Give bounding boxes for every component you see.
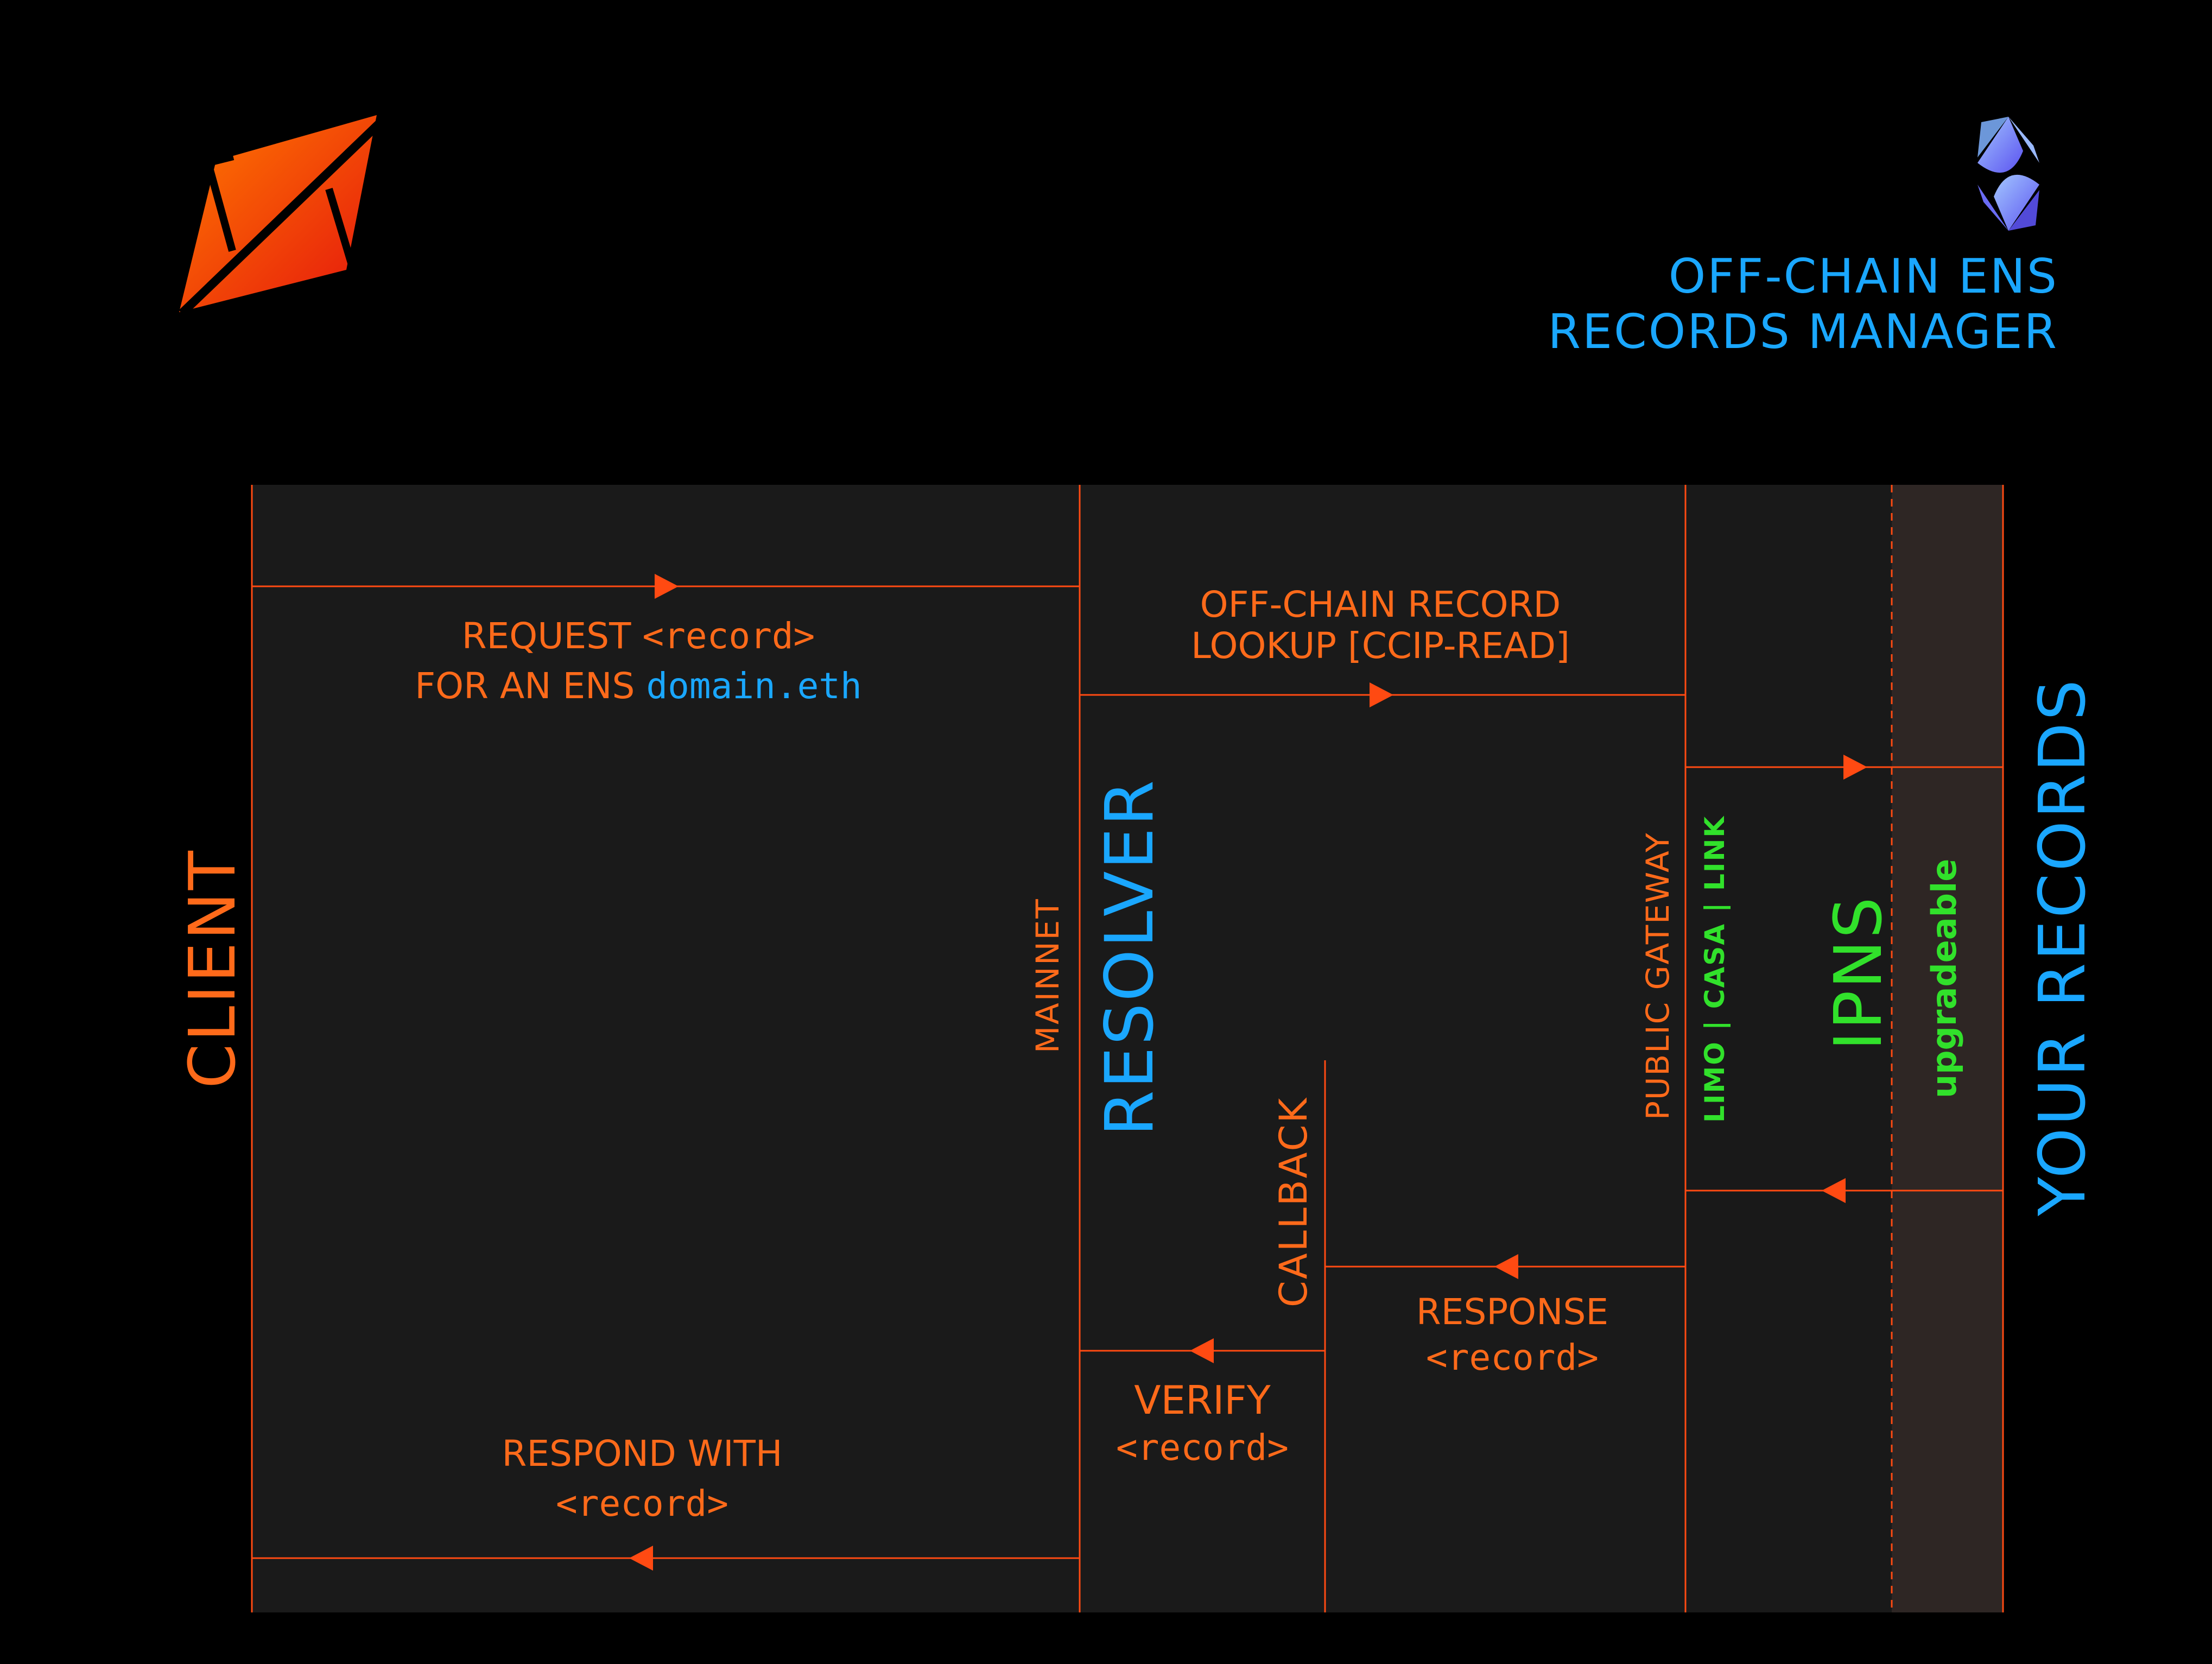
request-record: <record> — [642, 615, 815, 657]
request-arrowhead — [655, 574, 679, 599]
verify-text: VERIFY — [1134, 1377, 1271, 1423]
your-records-label: YOUR RECORDS — [2025, 678, 2100, 1216]
resolver-panel — [1080, 485, 1685, 1612]
response-text: RESPONSE — [1416, 1291, 1609, 1333]
lookup-line1: OFF-CHAIN RECORD — [1200, 584, 1561, 625]
public-gateway-label: PUBLIC GATEWAY — [1639, 832, 1676, 1120]
logo-diamond-icon — [179, 115, 383, 317]
respond-text: RESPOND WITH — [502, 1433, 783, 1475]
response-arrowhead — [1494, 1254, 1518, 1279]
request-domain: domain.eth — [646, 665, 862, 707]
ipns-label: IPNS — [1821, 895, 1897, 1051]
gateway-providers-label: LIMO | CASA | LINK — [1699, 815, 1731, 1123]
request-for-text: FOR AN ENS — [415, 665, 635, 707]
lookup-label: OFF-CHAIN RECORD LOOKUP [CCIP-READ] — [1191, 584, 1570, 667]
lookup-line2: LOOKUP [CCIP-READ] — [1191, 625, 1570, 667]
request-label: REQUEST <record> FOR AN ENS domain.eth — [415, 611, 862, 711]
resolver-label: RESOLVER — [1091, 778, 1168, 1136]
page-title-line1: OFF-CHAIN ENS — [1668, 249, 2058, 304]
upgradeable-label: upgradeable — [1924, 858, 1964, 1098]
records-strip — [1892, 485, 2003, 1612]
verify-arrowhead — [1190, 1338, 1214, 1363]
verify-label: VERIFY <record> — [1116, 1376, 1289, 1472]
ipns-request-arrowhead — [1843, 755, 1867, 780]
callback-label: CALLBACK — [1271, 1096, 1316, 1307]
mainnet-label: MAINNET — [1029, 897, 1066, 1053]
gateway-panel — [1685, 485, 1892, 1612]
respond-label: RESPOND WITH <record> — [502, 1429, 782, 1529]
response-label: RESPONSE <record> — [1416, 1289, 1608, 1381]
response-record: <record> — [1426, 1337, 1599, 1378]
respond-record: <record> — [556, 1483, 728, 1524]
client-label: CLIENT — [175, 849, 250, 1089]
respond-arrowhead — [629, 1546, 653, 1571]
lookup-arrowhead — [1370, 682, 1393, 707]
verify-record: <record> — [1116, 1427, 1289, 1469]
ens-logo-icon — [1978, 117, 2039, 231]
page-title-line2: RECORDS MANAGER — [1548, 304, 2058, 359]
client-panel — [252, 485, 1080, 1612]
ipns-return-arrowhead — [1822, 1178, 1846, 1203]
request-text: REQUEST — [461, 615, 631, 657]
